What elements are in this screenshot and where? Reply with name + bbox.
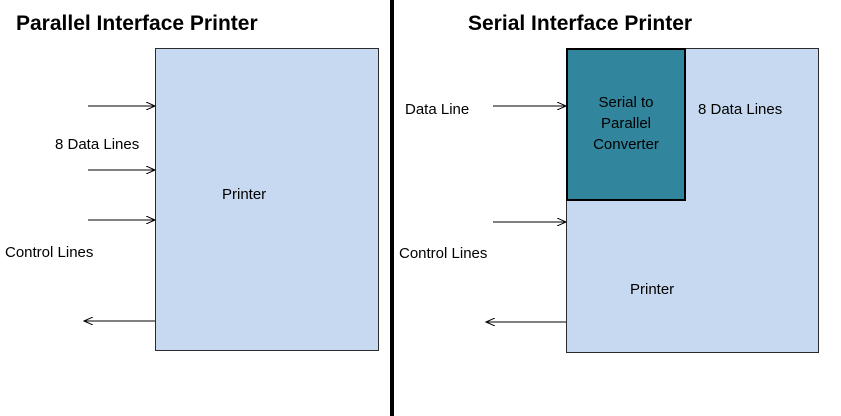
serial-to-parallel-converter-box: Serial to Parallel Converter (566, 48, 686, 201)
parallel-printer-label: Printer (222, 186, 267, 203)
serial-internal-data-lines-label: 8 Data Lines (698, 101, 783, 118)
serial-printer-label: Printer (630, 281, 675, 298)
parallel-data-lines-label: 8 Data Lines (55, 136, 140, 153)
serial-data-line-label: Data Line (405, 101, 470, 118)
parallel-control-lines-label: Control Lines (5, 244, 94, 261)
converter-label: Serial to Parallel Converter (593, 94, 659, 153)
panel-divider (390, 0, 394, 416)
serial-control-lines-label: Control Lines (399, 245, 488, 262)
parallel-printer-title: Parallel Interface Printer (16, 12, 258, 35)
serial-printer-title: Serial Interface Printer (468, 12, 693, 35)
parallel-printer-box (155, 48, 379, 351)
